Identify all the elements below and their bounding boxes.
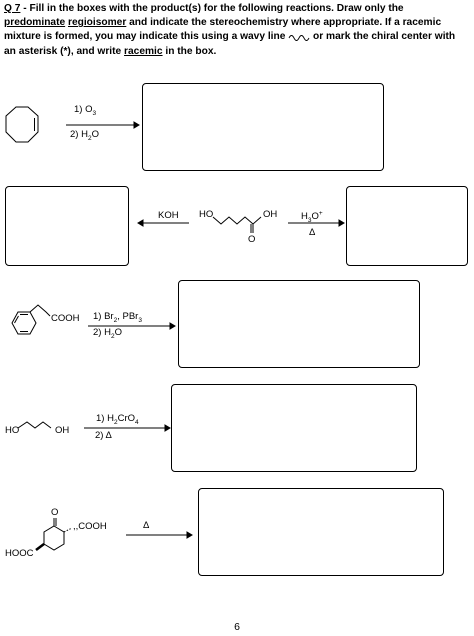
hooc-label: HOOC xyxy=(5,548,34,559)
diol-oh-label: OH xyxy=(55,425,70,436)
reagent-heat-5: Δ xyxy=(143,520,150,531)
cyclohexanone-ring xyxy=(43,525,65,551)
answer-box-4[interactable] xyxy=(171,384,417,472)
answer-box-1[interactable] xyxy=(142,83,384,171)
reagent-heat-2: Δ xyxy=(309,227,316,238)
cooh-label-5: ,,COOH xyxy=(73,521,107,532)
hydroxy-acid-chain xyxy=(212,216,262,225)
answer-box-5[interactable] xyxy=(198,488,444,576)
reagent-3-step1: 1) Br2, PBr3 xyxy=(93,311,142,324)
question-text: Q 7 - Fill in the boxes with the product… xyxy=(4,3,456,57)
reagent-1-step1: 1) O3 xyxy=(74,104,97,117)
page-number: 6 xyxy=(234,621,240,633)
answer-box-2[interactable] xyxy=(5,186,129,266)
answer-box-2b[interactable] xyxy=(346,186,468,266)
ketone-o-label: O xyxy=(51,507,59,518)
reagent-4-step2: 2) Δ xyxy=(95,430,112,441)
cyclooctene-ring xyxy=(5,106,39,143)
reagent-4-step1: 1) H2CrO4 xyxy=(96,413,139,426)
reagent-koh: KOH xyxy=(158,210,179,221)
answer-box-3[interactable] xyxy=(178,280,420,368)
sm-ho-label: HO xyxy=(199,209,214,220)
diol-ho-label: HO xyxy=(5,425,20,436)
reagent-1-step2: 2) H2O xyxy=(70,129,99,142)
question-label: Q 7 xyxy=(4,3,21,14)
diol-chain xyxy=(17,421,52,429)
sm-oh-label: OH xyxy=(263,209,278,220)
wavy-line-icon xyxy=(288,34,310,41)
benzene-ring xyxy=(11,311,37,335)
reagent-3-step2: 2) H2O xyxy=(93,327,122,340)
sm-carbonyl-o-label: O xyxy=(248,234,256,245)
reagent-h3o: H3O+ xyxy=(301,210,323,225)
cooh-label-3: COOH xyxy=(51,313,80,324)
